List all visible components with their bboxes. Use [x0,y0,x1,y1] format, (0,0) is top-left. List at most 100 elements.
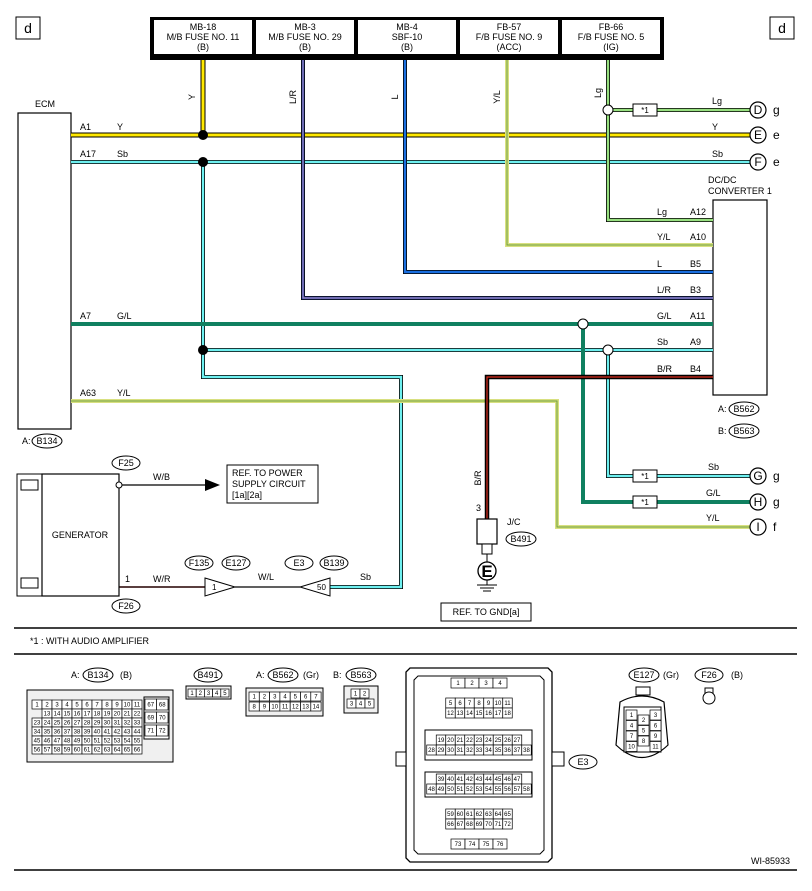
e3-pin-label: 46 [504,777,511,783]
b134-id: B134 [87,670,108,680]
e3-pin-label: 35 [495,748,502,754]
terminal-h-sub: g [773,495,780,509]
power-ref-line2: SUPPLY CIRCUIT [232,479,306,489]
asterisk-lg: *1 [641,106,649,115]
b134-pin-cell [131,744,143,755]
terminal-e: E [754,128,762,142]
b491-id: B491 [197,670,218,680]
b562-pin-label: 14 [313,705,320,711]
e3-pin-label: 8 [477,701,481,707]
e3-pin-cell [521,783,532,795]
terminal-e-sub: e [773,128,780,142]
e3-pin-label: 58 [523,787,530,793]
corner-label-left: d [24,20,32,36]
ecm-unit: ECM A: B134 [17,99,72,449]
e127-pin-label: 11 [652,745,659,751]
b134-pin-label: 1 [35,703,39,709]
fuse-1-desc: M/B FUSE NO. 11 [167,32,240,42]
dcdc-pin-4-color: L/R [657,285,672,295]
b562-pin-label: 1 [252,695,256,701]
e3-pin-label: 53 [476,787,483,793]
right-terminals: Lg D g Y E e Sb F e Sb G g G/L H g Y/L I… [706,96,780,536]
b134-pin-label: 54 [124,739,131,745]
b134-pin-label: 59 [64,748,71,754]
e3-pin-label: 61 [466,812,473,818]
e127-pin-cell [637,725,650,736]
e127-pin-label: 5 [642,729,646,735]
e3-pin-label: 69 [476,822,483,828]
corner-marker-right: d [769,16,795,40]
b134-pin-label: 38 [74,730,81,736]
b134-pin-label: 37 [64,730,71,736]
e3-pin-label: 72 [504,822,511,828]
b562-pin-label: 9 [263,705,267,711]
label-lr-vert: L/R [288,90,298,105]
e127-pin-label: 1 [630,713,634,719]
b134-side-pin-label: 69 [147,716,154,722]
e3-pin-label: 1 [456,681,460,687]
b134-pin-label: 19 [104,712,111,718]
terminal-g-sub: g [773,469,780,483]
e127-pin-cell [637,735,650,747]
b134-pin-label: 18 [94,712,101,718]
b563-id: B563 [350,670,371,680]
b563-pin-label: 3 [350,702,354,708]
dcdc-pin-5: A11 [690,311,705,321]
e3-pin-label: 16 [485,711,492,717]
e3-pin-label: 14 [466,711,473,717]
e3-pin-label: 30 [447,748,454,754]
dcdc-title-line1: DC/DC [708,175,737,185]
b563-pin-label: 2 [363,692,367,698]
terminal-g: G [753,469,762,483]
b562-pin-label: 3 [273,695,277,701]
e3-pin-label: 17 [495,711,502,717]
e3-pin-label: 42 [466,777,473,783]
b562-pin-label: 6 [304,695,308,701]
b134-pin-label: 44 [134,730,141,736]
e127-pin-cell [625,720,638,731]
e3-pin-label: 39 [438,777,445,783]
e3-pin-label: 40 [447,777,454,783]
e3-pin-label: 51 [457,787,464,793]
b134-pin-label: 40 [94,730,101,736]
terminal-f: F [754,155,761,169]
e3-pin-label: 10 [495,701,502,707]
terminal-f-color: Sb [712,149,723,159]
e127-pin-cell [649,720,662,731]
jc-pin: 3 [476,503,481,513]
b134-pin-label: 26 [64,721,71,727]
ecm-pin-2-color: Sb [117,149,128,159]
e3-pin-label: 54 [485,787,492,793]
b563-prefix: B: [333,670,342,680]
b562-pin-label: 7 [314,695,318,701]
ecm-connector-prefix: A: [22,436,31,446]
b563-pin-cell [364,698,375,709]
jc-label: J/C [507,517,521,527]
e3-pin-label: 60 [457,812,464,818]
splice-points [198,104,614,356]
e3-pin-label: 29 [438,748,445,754]
wire-y [71,60,750,138]
dcdc-pin-3: B5 [690,259,701,269]
b134-pin-label: 63 [104,748,111,754]
generator-title: GENERATOR [52,530,109,540]
corner-label-right: d [778,20,786,36]
power-ref-line3: [1a][2a] [232,490,262,500]
fuse-3-power: (B) [401,42,413,52]
dcdc-conn-b-prefix: B: [718,426,727,436]
power-ref-line1: REF. TO POWER [232,468,303,478]
e3-pin-label: 57 [514,787,521,793]
e127-color: (Gr) [663,670,679,680]
f26-connector-icon [702,691,716,705]
e3-pin-label: 5 [449,701,453,707]
b134-pin-label: 42 [114,730,121,736]
e3-pin-label: 31 [457,748,464,754]
fuse-4-power: (ACC) [497,42,522,52]
e3-pin-label: 32 [466,748,473,754]
fuse-3-desc: SBF-10 [392,32,423,42]
